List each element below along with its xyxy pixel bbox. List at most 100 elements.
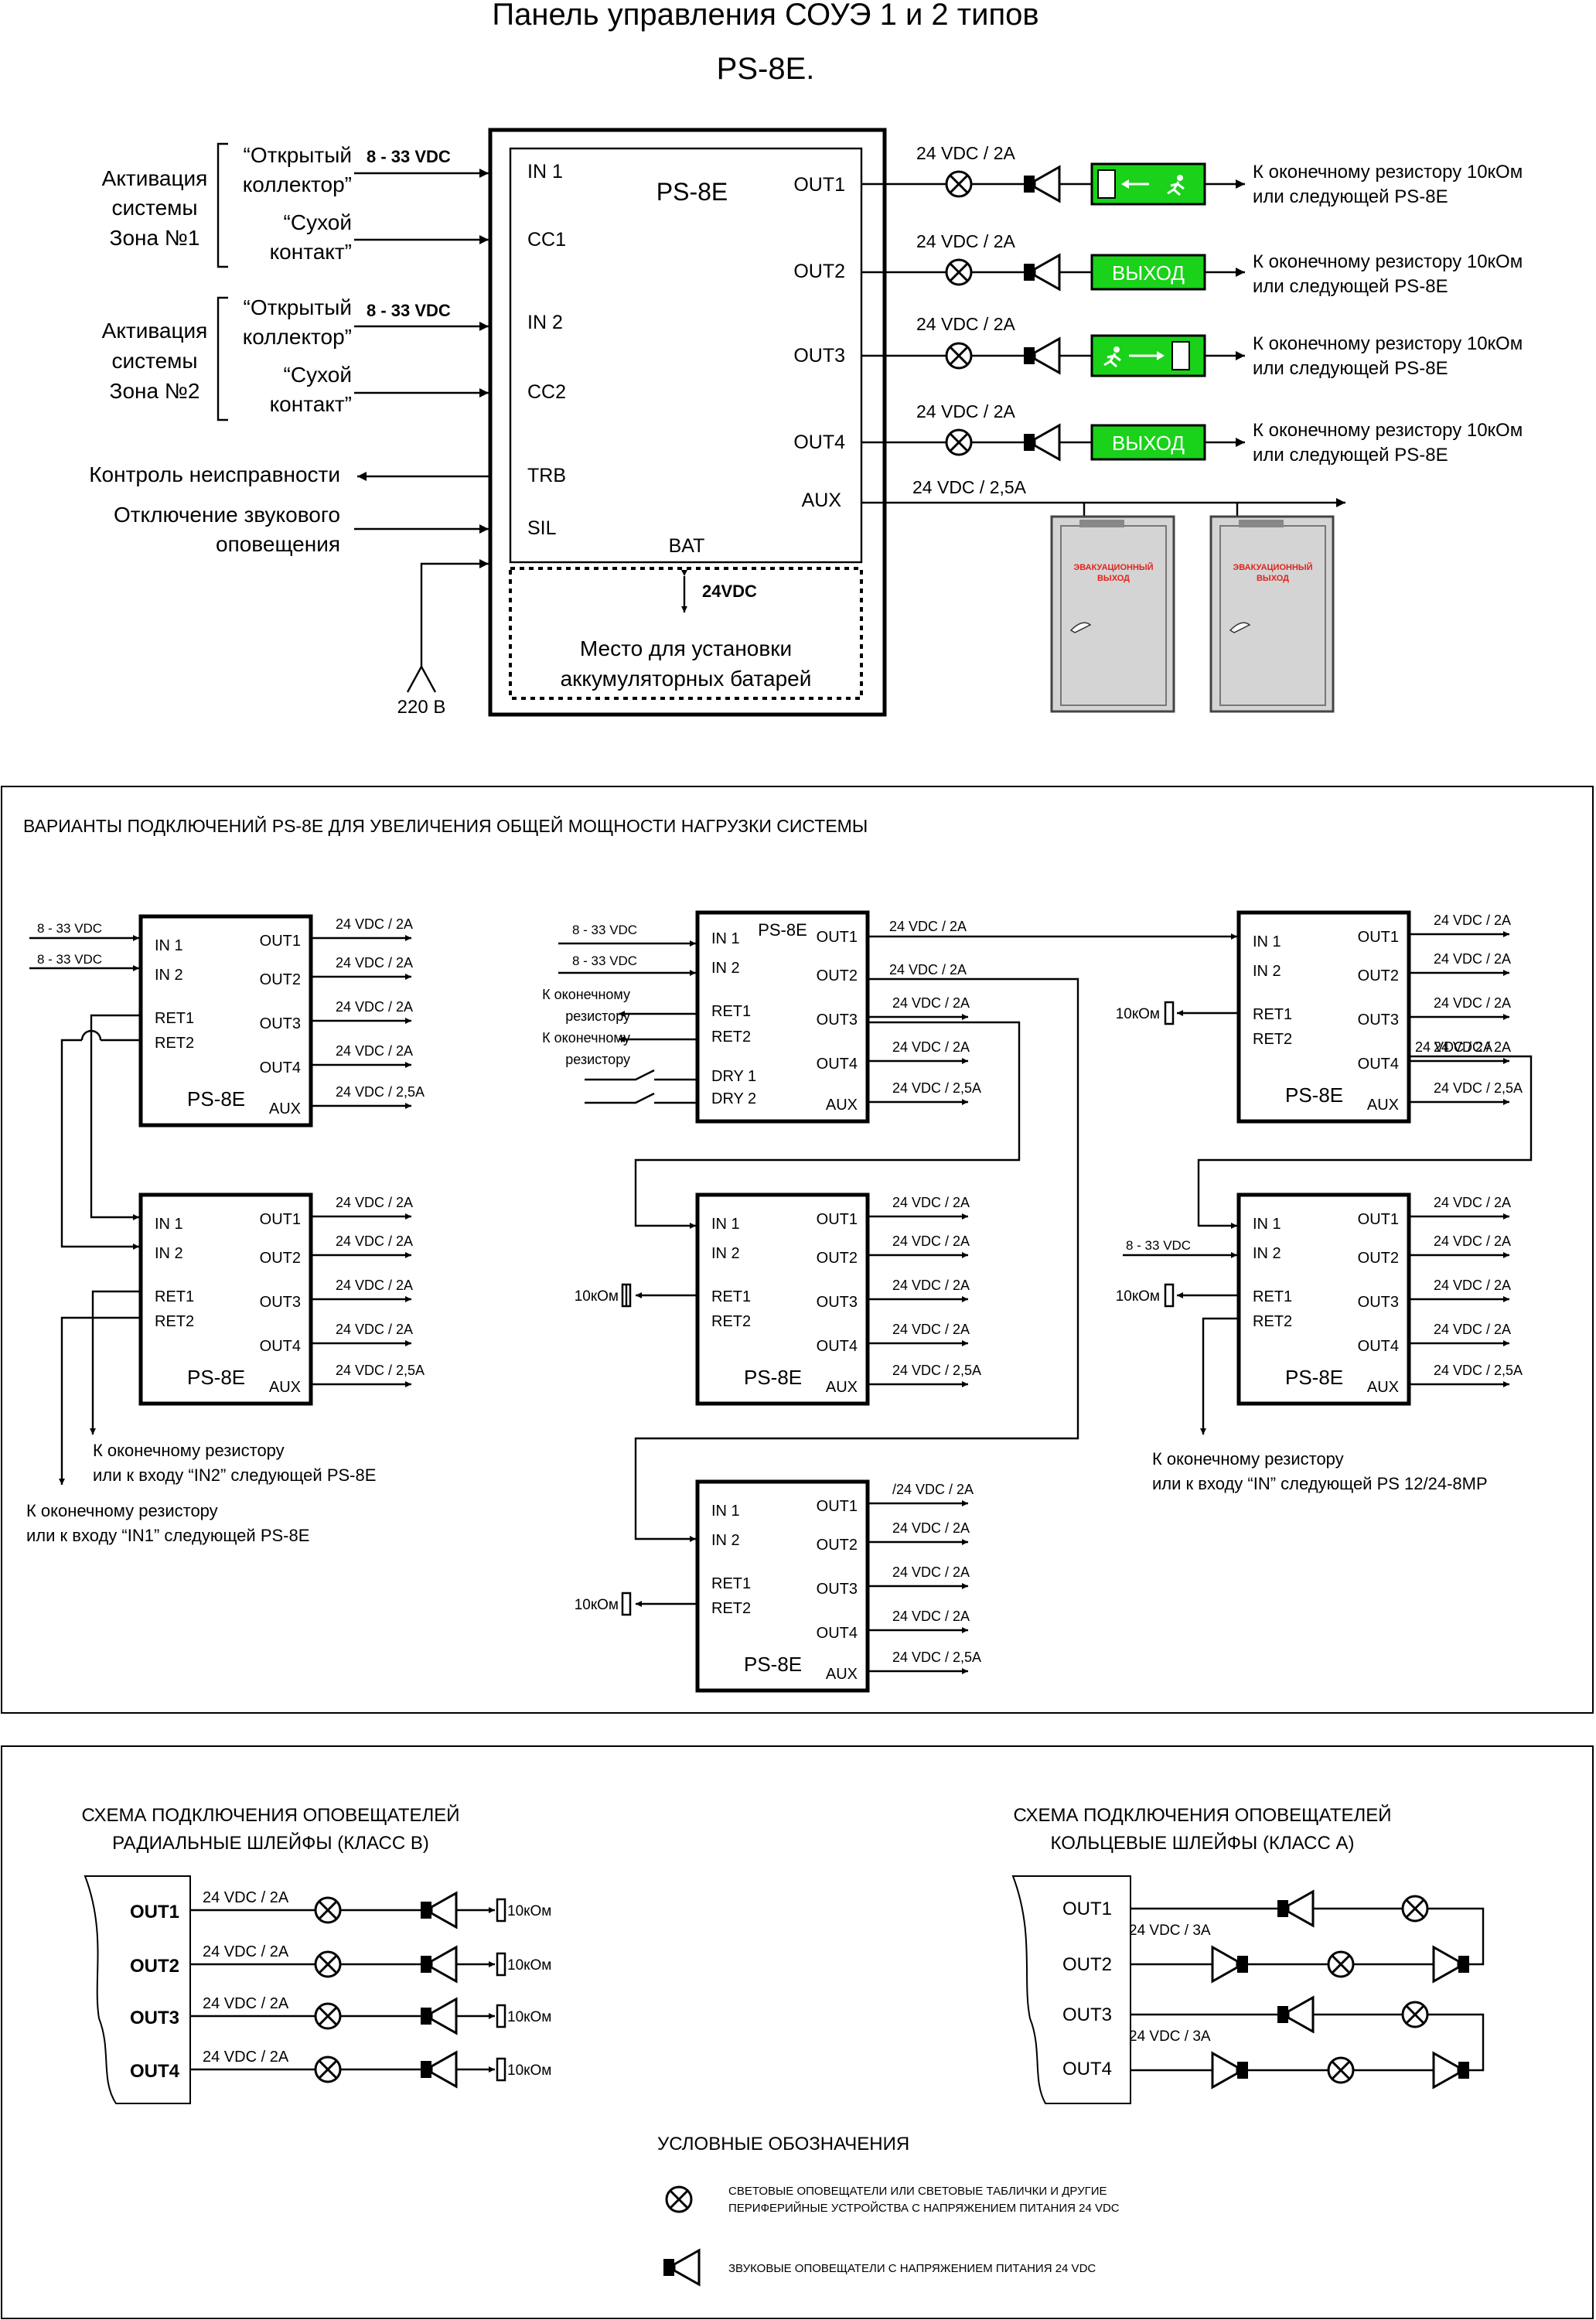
port-aux: AUX [1367,1379,1399,1396]
bat-voltage: 24VDC [702,582,757,601]
port-ret2: RET2 [1253,1031,1292,1048]
port-dry2: DRY 2 [711,1090,756,1107]
port-out1: OUT1 [817,1211,858,1228]
silence-line1: Отключение звукового [114,503,340,527]
port-in1: IN 1 [711,1216,740,1233]
bottom-frame [1,1745,1594,2319]
wire [1427,2013,1485,2072]
wire-hop [80,1029,102,1041]
radial-out3: OUT3 [130,2008,179,2028]
voltage-label: 24 VDC / 2A [1434,913,1511,928]
wire [1200,1317,1239,1435]
port-in2: IN 2 [711,1532,740,1549]
voltage-label: 24 VDC / 2A [892,1278,970,1293]
voltage-label: 24 VDC / 2A [892,1195,970,1210]
voltage-label: 24 VDC / 2A [203,1995,289,2012]
variant-modules: IN 1IN 2RET1RET2OUT1OUT2OUT3OUT4AUXPS-8E… [26,910,1533,1693]
voltage-label: 24 VDC / 2A [336,1278,413,1293]
term2-line1: К оконечному резистору 10кОм [1253,251,1523,272]
battery-place-1: Место для установки [580,636,792,660]
port-out1: OUT1 [817,1498,858,1515]
term2-line2: или следующей PS-8E [1253,276,1448,297]
note: резистору [565,1052,630,1067]
svg-text:ВЫХОД: ВЫХОД [1097,574,1130,583]
voltage-label: 24 VDC / 2A [892,1520,970,1536]
exit-sign-left [1090,162,1206,206]
port-out4: OUT4 [260,1059,301,1076]
svg-text:ЭВАКУАЦИОННЫЙ: ЭВАКУАЦИОННЫЙ [1073,562,1153,572]
ring-loop [1130,1890,1485,1983]
note: К оконечному [542,1030,630,1046]
voltage-label: 24 VDC / 2,5A [1434,1080,1523,1096]
voltage-label: 24 VDC / 2A [336,1043,413,1059]
port-in2: IN 2 [1253,963,1281,980]
voltage-label: 24 VDC / 2A [1434,1039,1511,1055]
module-name: PS-8E [744,1653,802,1676]
sounder-icon [1211,2052,1250,2089]
ring-out3: OUT3 [1062,2004,1112,2025]
zone1-line2: системы [111,196,197,220]
note: К оконечному [542,987,630,1002]
ps8e-module: IN 1IN 2RET1RET2OUT1OUT2OUT3OUT4AUXPS-8E… [138,1192,425,1406]
port-ret2: RET2 [1253,1313,1292,1330]
voltage-label: 24 VDC / 2A [1434,995,1511,1011]
term3-line2: или следующей PS-8E [1253,358,1448,379]
out4-voltage: 24 VDC / 2A [916,401,1015,421]
port-out2: OUT2 [817,1250,858,1267]
panel-name: PS-8E [656,178,728,206]
note: К оконечному резистору [93,1441,285,1460]
ring-title-1: СХЕМА ПОДКЛЮЧЕНИЯ ОПОВЕЩАТЕЛЕЙ [1014,1804,1392,1826]
ring-voltage-1: 24 VDC / 3A [1129,1923,1211,1939]
variants-frame [1,786,1594,1714]
port-out2: OUT2 [260,971,301,988]
light-icon [1401,1895,1429,1923]
note: К оконечному резистору [26,1501,218,1520]
aux-voltage: 24 VDC / 2,5A [912,477,1027,497]
legend-sound: ЗВУКОВЫЕ ОПОВЕЩАТЕЛИ С НАПРЯЖЕНИЕМ ПИТАН… [728,2262,1096,2275]
port-aux: AUX [1367,1097,1399,1114]
legend-title: УСЛОВНЫЕ ОБОЗНАЧЕНИЯ [657,2134,909,2155]
zone2-line2: системы [111,349,197,373]
port-out1: OUT1 [260,933,301,950]
note: или к входу “IN1” следующей PS-8E [26,1526,309,1545]
zone2-line3: Зона №2 [110,379,200,403]
port-out3: OUT3 [817,1294,858,1311]
port-ret1: RET1 [711,1575,751,1592]
module-name: PS-8E [1285,1083,1343,1107]
port-ret1: RET1 [155,1010,194,1027]
resistor-icon [496,2057,506,2082]
voltage-label: 24 VDC / 2A [892,1609,970,1624]
note: К оконечному резистору [1152,1449,1344,1469]
port-out2: OUT2 [793,261,845,282]
ps8e-module: IN 1IN 2RET1RET2OUT1OUT2OUT3OUT4AUXPS-8E… [1236,910,1523,1124]
resistor-icon [1164,1001,1175,1025]
oc2-line1: “Открытый [244,295,352,319]
port-sil: SIL [527,517,557,539]
ps8e-module: IN 1IN 2RET1RET2OUT1OUT2OUT3OUT4AUXPS-8E… [695,1192,981,1406]
legend: УСЛОВНЫЕ ОБОЗНАЧЕНИЯ СВЕТОВЫЕ ОПОВЕЩАТЕЛ… [657,2134,1120,2286]
resistor-icon [1164,1283,1175,1308]
title-line2: PS-8E. [717,52,815,86]
term3-line1: К оконечному резистору 10кОм [1253,333,1523,354]
ring-voltage-2: 24 VDC / 3A [1129,2028,1211,2045]
exit-sign-right [1090,334,1206,377]
bat-label: BAT [669,535,705,557]
oc1-line1: “Открытый [244,143,352,167]
module-name: PS-8E [187,1087,245,1111]
in-voltage: 8 - 33 VDC [37,921,102,936]
port-out4: OUT4 [817,1625,858,1642]
port-ret2: RET2 [711,1313,751,1330]
port-out1: OUT1 [260,1211,301,1228]
port-out2: OUT2 [1358,967,1399,984]
port-in2: IN 2 [711,1245,740,1262]
exit-sign-text-1: ВЫХОД [1090,254,1206,291]
light-icon [945,428,973,456]
port-in2: IN 2 [155,967,183,984]
module-name: PS-8E [758,920,807,940]
voltage-label: 24 VDC / 2A [203,1889,289,1906]
port-cc2: CC2 [527,381,566,403]
voltage-label: 24 VDC / 2A [336,1322,413,1337]
svg-text:ЭВАКУАЦИОННЫЙ: ЭВАКУАЦИОННЫЙ [1233,562,1312,572]
term4-line1: К оконечному резистору 10кОм [1253,420,1523,441]
port-in1: IN 1 [1253,933,1281,950]
